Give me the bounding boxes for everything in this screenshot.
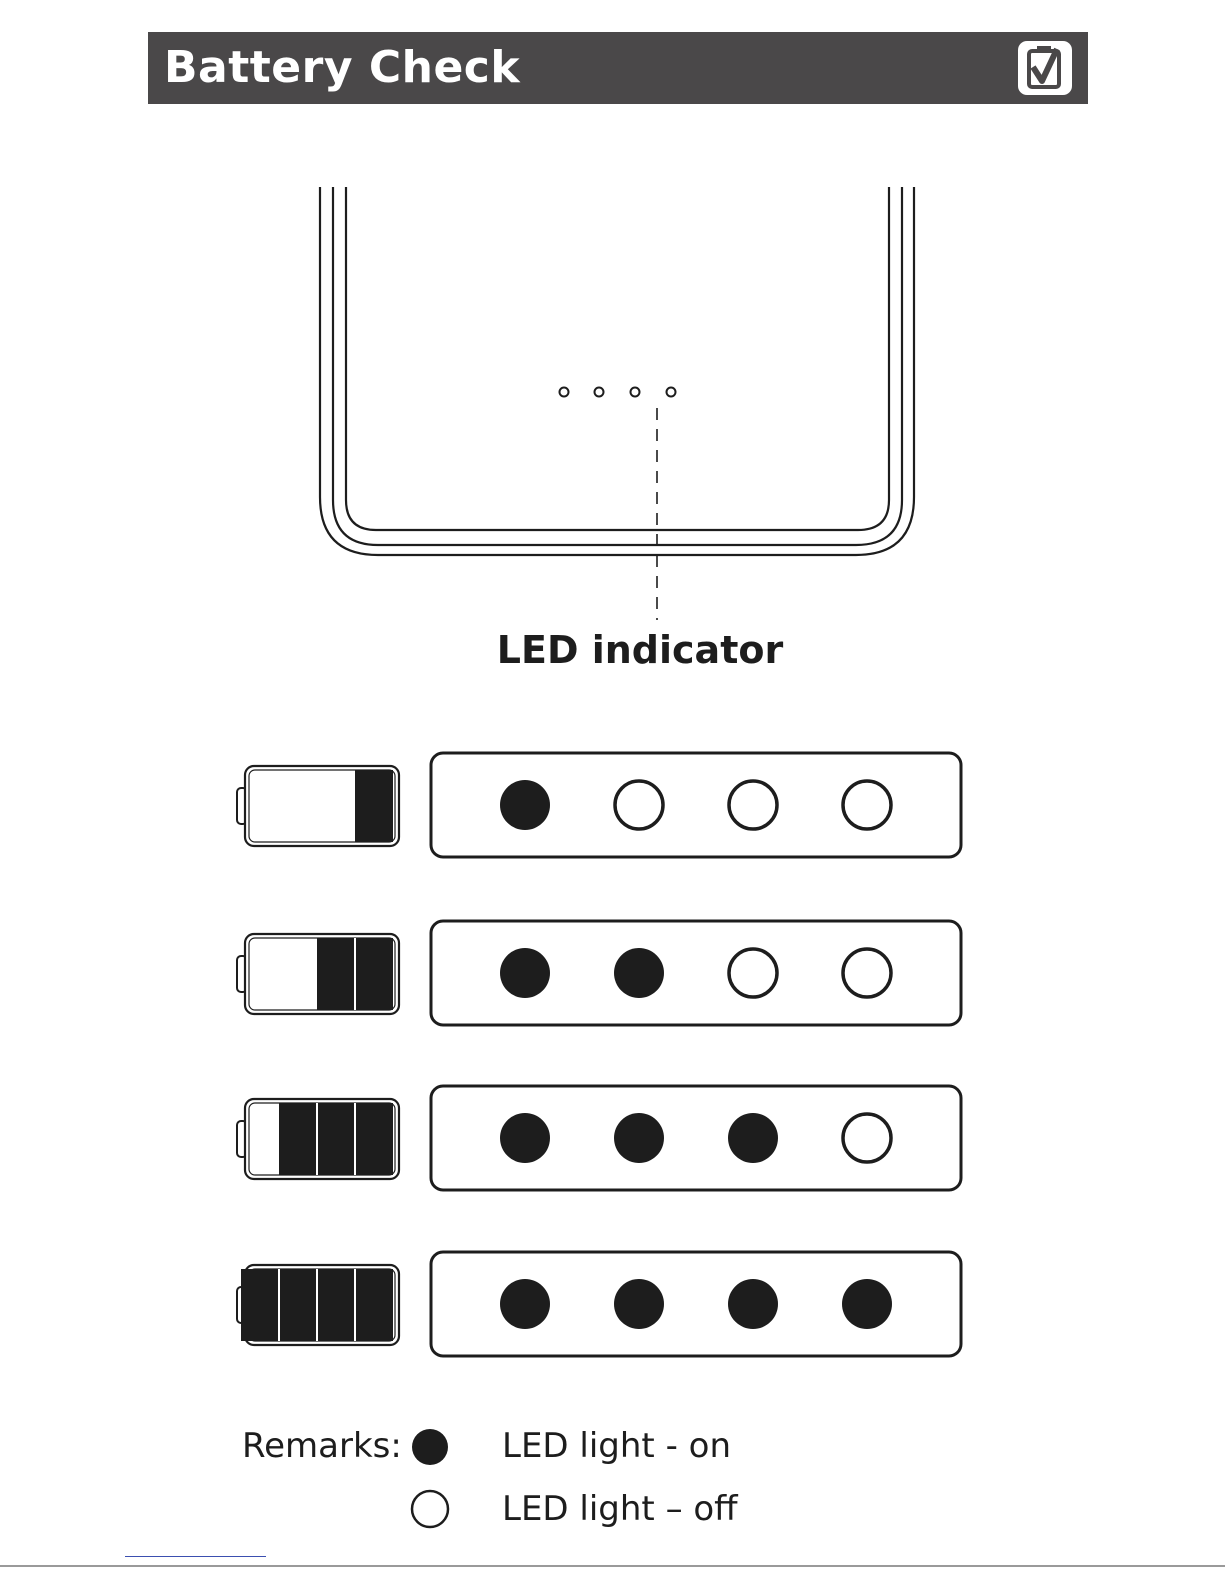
device-led-dot (560, 388, 569, 397)
battery-fill (355, 770, 393, 842)
led-off (615, 781, 663, 829)
led-on (500, 948, 550, 998)
footer-rule (0, 1565, 1225, 1567)
led-off (729, 949, 777, 997)
remarks-label: Remarks: (242, 1426, 402, 1466)
led-off-icon (412, 1491, 448, 1527)
battery-fill (279, 1103, 393, 1175)
led-on (614, 948, 664, 998)
battery-icon (237, 766, 399, 846)
remarks-off-text: LED light – off (502, 1489, 738, 1529)
battery-icon (237, 1099, 399, 1179)
device-illustration (0, 0, 1225, 700)
led-on (500, 1279, 550, 1329)
battery-level-row (0, 1249, 1225, 1359)
led-on (500, 780, 550, 830)
battery-level-row (0, 750, 1225, 860)
battery-level-row (0, 918, 1225, 1028)
led-indicator-label: LED indicator (0, 628, 1225, 672)
led-off (843, 781, 891, 829)
remarks-legend-icons (405, 1422, 455, 1542)
led-on (728, 1113, 778, 1163)
led-off (843, 949, 891, 997)
footer-link-underline (125, 1556, 266, 1557)
led-on (842, 1279, 892, 1329)
remarks-on-text: LED light - on (502, 1426, 731, 1466)
led-on-icon (412, 1429, 448, 1465)
battery-level-row (0, 1083, 1225, 1193)
battery-icon (237, 934, 399, 1014)
device-led-dot (667, 388, 676, 397)
led-on (500, 1113, 550, 1163)
battery-icon (237, 1265, 399, 1345)
led-off (843, 1114, 891, 1162)
led-off (729, 781, 777, 829)
device-led-dot (595, 388, 604, 397)
led-on (728, 1279, 778, 1329)
led-on (614, 1113, 664, 1163)
led-on (614, 1279, 664, 1329)
device-led-dot (631, 388, 640, 397)
